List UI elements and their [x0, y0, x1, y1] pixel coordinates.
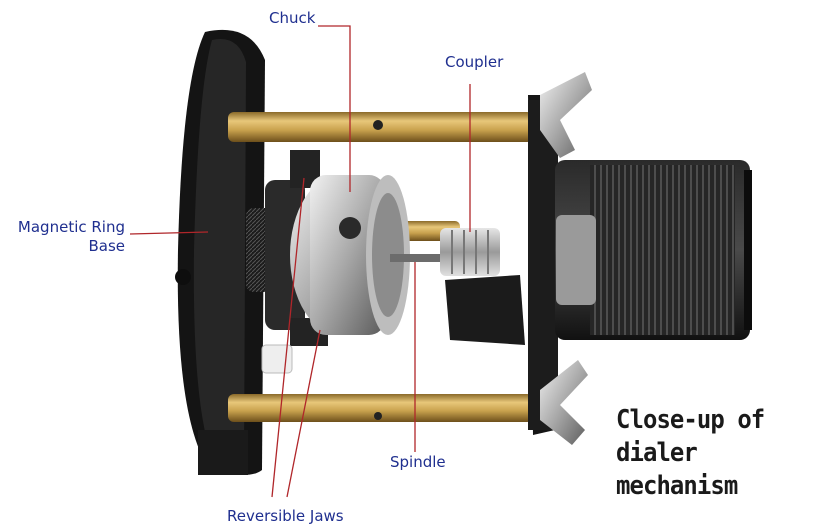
chuck-label: Chuck: [269, 9, 316, 27]
coupler-label: Coupler: [445, 53, 504, 71]
magnetic-ring-base-line2: Base: [88, 237, 125, 255]
reversible-jaws-leader-1: [271, 177, 305, 498]
top-wing-nut: [540, 72, 592, 158]
caption-line1: Close-up of dialer: [616, 405, 765, 468]
spindle-shaft: [390, 254, 470, 262]
caption-line2: mechanism: [616, 471, 738, 501]
magnetic-ring-base-label: Magnetic Ring Base: [9, 218, 125, 256]
chuck-leader: [318, 25, 351, 192]
coupler-body: [440, 228, 500, 276]
magnetic-ring-leader: [129, 231, 209, 235]
bottom-wing-nut: [540, 360, 588, 445]
spindle-label: Spindle: [390, 453, 446, 471]
figure-caption: Close-up of dialer mechanism: [616, 404, 810, 503]
bottom-rod: [228, 394, 533, 422]
chuck-body: [310, 175, 385, 335]
reversible-jaws-label: Reversible Jaws: [227, 507, 344, 525]
magnetic-ring-base-line1: Magnetic Ring: [17, 218, 125, 236]
reversible-jaws-leader-2: [286, 329, 321, 498]
